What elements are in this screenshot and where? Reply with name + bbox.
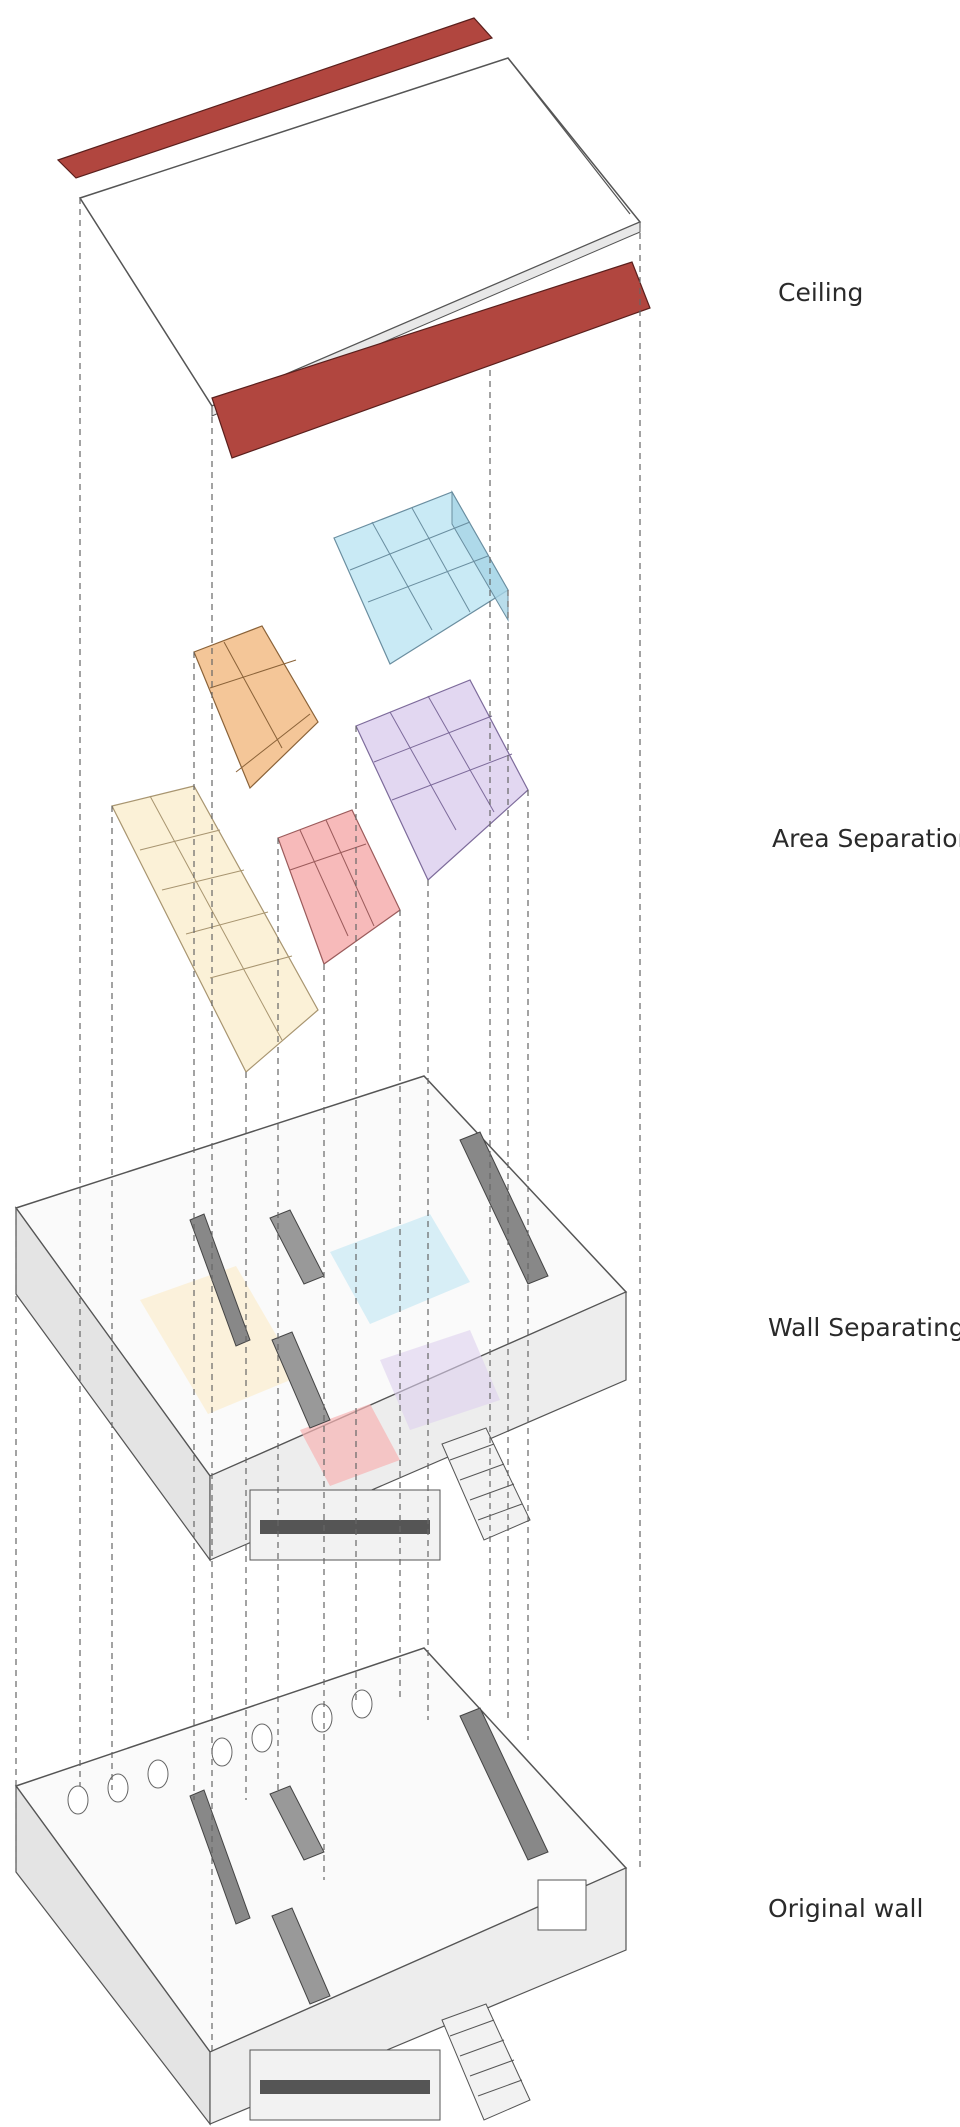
original-wall-layer [14,1647,628,2126]
ceiling-beam-bottom [211,261,651,459]
label-area-separation: Area Separation [772,824,960,853]
ceiling-layer [56,17,651,459]
zone-orange-box [193,625,319,790]
zone-purple-box [355,679,529,881]
projection-guides [15,198,641,2052]
zone-red-box [277,809,401,965]
label-ceiling: Ceiling [778,278,864,307]
wallsep-stairs [441,1427,531,1541]
area-separation-layer [111,490,529,1073]
original-signboard [537,1879,587,1931]
label-original-wall: Original wall [768,1894,924,1923]
ceiling-beam-top [56,17,494,179]
zone-blue-box [333,491,509,665]
original-stairs [441,2003,531,2121]
zone-yellow-box [111,785,319,1073]
label-wall-separating: Wall Separating [768,1313,960,1342]
wall-separating-layer [14,1075,628,1562]
